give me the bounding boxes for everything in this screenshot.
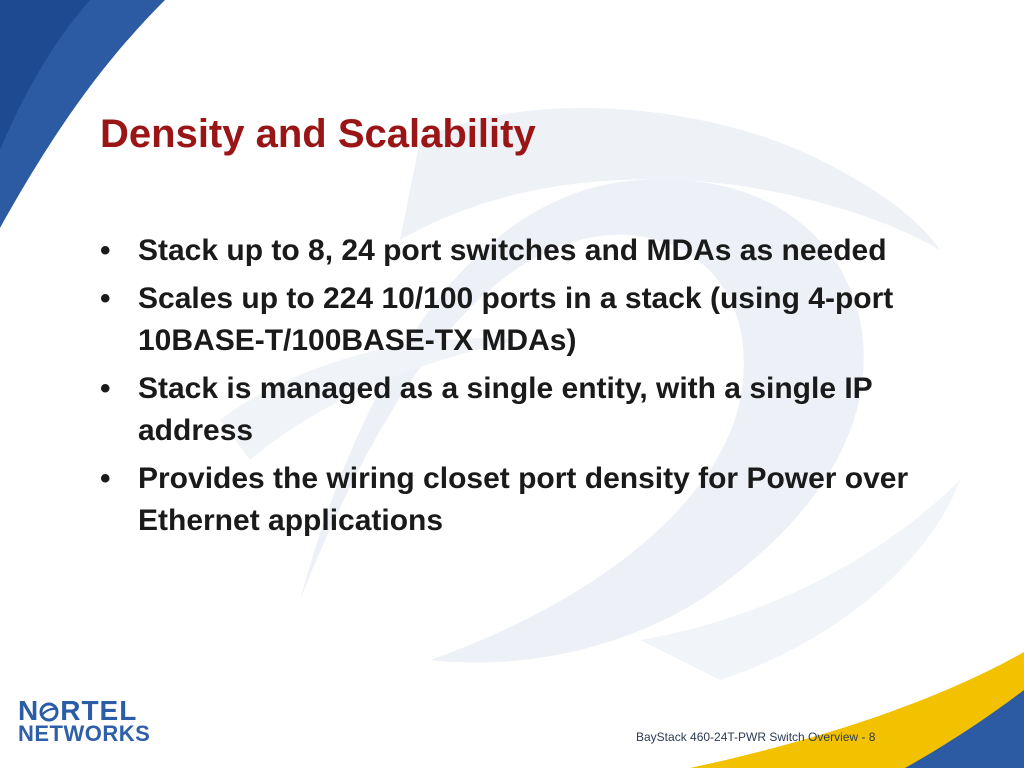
logo-line-networks: NETWORKS [18,721,151,746]
bullet-marker: • [100,372,111,405]
bullet-list: • Stack up to 8, 24 port switches and MD… [100,230,960,548]
logo-letter-n: N [18,695,40,726]
bullet-text: Provides the wiring closet port density … [138,462,909,537]
top-left-swoosh-highlight [0,0,90,150]
bullet-text: Stack is managed as a single entity, wit… [138,372,873,447]
list-item: • Scales up to 224 10/100 ports in a sta… [100,278,960,362]
list-item: • Stack up to 8, 24 port switches and MD… [100,230,960,272]
bullet-marker: • [100,282,111,315]
bottom-right-swoosh-blue [905,690,1024,768]
list-item: • Provides the wiring closet port densit… [100,458,960,542]
bottom-right-swoosh-yellow [690,652,1024,768]
bullet-text: Stack up to 8, 24 port switches and MDAs… [138,234,887,267]
bullet-marker: • [100,462,111,495]
nortel-networks-logo: N RTEL NETWORKS [18,696,208,748]
globe-o-icon [39,702,59,722]
logo-letters-rtel: RTEL [60,695,138,726]
bullet-marker: • [100,234,111,267]
list-item: • Stack is managed as a single entity, w… [100,368,960,452]
bullet-text: Scales up to 224 10/100 ports in a stack… [138,282,894,357]
slide-title: Density and Scalability [100,112,536,156]
slide-footer: BayStack 460-24T-PWR Switch Overview - 8 [636,730,876,744]
logo-line-nortel: N RTEL [18,696,137,726]
globe-watermark [220,107,960,680]
